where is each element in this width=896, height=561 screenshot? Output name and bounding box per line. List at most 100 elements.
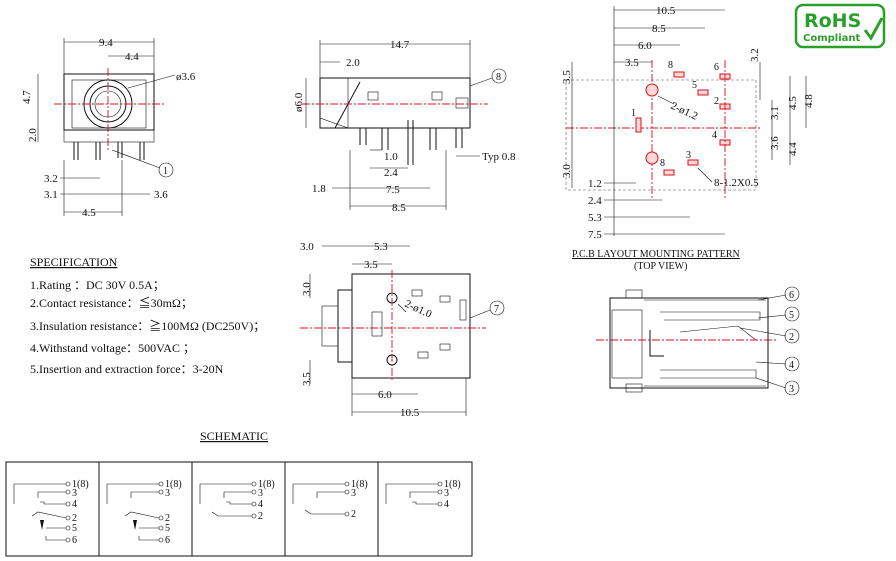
pcb-pin-6: 6 [714,62,719,73]
dim-front-width: 9.4 [99,37,113,49]
sch2-pin-2: 2 [165,513,170,524]
pcb-dim-t4: 3.5 [625,57,639,69]
top-dim-b1: 6.0 [378,389,392,401]
dim-front-b1: 3.2 [44,173,58,185]
pcb-dim-r1: 3.2 [749,48,761,62]
sch4-pin-2: 2 [351,509,356,520]
top-dim-b2: 10.5 [400,407,420,419]
sch1-pin-6: 6 [72,535,77,546]
sch1-pin-2: 2 [72,513,77,524]
dim-front-b2: 3.1 [44,189,58,201]
pcb-dim-r5: 3.6 [769,136,781,150]
pcb-slot-label: 8-1.2X0.5 [714,177,759,189]
spec-item-1: 1.Rating ：DC 30V 0.5A； [30,278,165,292]
pcb-dim-t1: 10.5 [656,5,676,17]
pcb-pin-2: 2 [714,96,719,107]
top-dim-v2: 3.5 [301,372,313,386]
pcb-pin-4: 4 [712,130,717,141]
pcb-dim-t3: 6.0 [638,40,652,52]
section-callout-2: 2 [789,332,794,343]
schematic-block: SCHEMATIC 1(8) 3 4 2 5 6 [5,429,473,557]
pcb-dim-b4: 7.5 [588,229,602,241]
section-callout-5: 5 [789,310,794,321]
schematic-cell-1: 1(8) 3 4 2 5 6 [13,479,89,546]
sch1-pin-3: 3 [72,488,77,499]
pcb-dim-b3: 5.3 [588,212,602,224]
dim-side-total: 14.7 [390,39,410,51]
schematic-frame [5,461,473,557]
sch1-pin-4: 4 [72,499,77,510]
dim-front-b4: 3.6 [154,189,168,201]
sch2-pin-3: 3 [165,488,170,499]
pcb-pin-3: 3 [686,150,691,161]
top-dim-t3: 3.5 [364,259,378,271]
sch1-pin-1: 1(8) [72,479,89,490]
dim-front-right: 4.4 [125,51,139,63]
top-hole-label: 2-ø1.0 [403,298,434,321]
pcb-hole-label: 2-ø1.2 [669,100,700,123]
section-callout-6: 6 [789,290,794,301]
sch4-pin-1: 1(8) [351,479,368,490]
section-callout-3: 3 [789,384,794,395]
sch5-pin-1: 1(8) [444,479,461,490]
pcb-dim-r2: 4.5 [787,96,799,110]
spec-item-3: 3.Insulation resistance：≧100MΩ (DC250V)； [30,318,265,333]
spec-item-2: 2.Contact resistance：≦30mΩ； [30,295,193,310]
pcb-pin-5: 5 [692,80,697,91]
top-dim-t2: 5.3 [374,241,388,253]
sch1-pin-5: 5 [72,523,77,534]
rohs-compliant-text: Compliant [803,33,861,44]
dim-front-dia: ø3.6 [176,71,196,83]
schematic-cell-3: 1(8) 3 4 2 [199,479,275,522]
front-view: 9.4 4.4 ø3.6 4.7 2.0 3.2 3.1 3.6 4.5 1 [21,37,196,219]
dim-side-b5: 8.5 [392,202,406,214]
dim-side-typ: Typ 0.8 [482,151,516,163]
schematic-cell-4: 1(8) 3 2 [292,479,368,520]
check-icon [863,17,884,41]
top-dim-v1: 3.0 [301,282,313,296]
dim-side-b1: 1.0 [384,151,398,163]
spec-item-5: 5.Insertion and extraction force：3-20N [30,362,224,376]
schematic-cell-5: 1(8) 3 4 [385,479,461,510]
callout-8: 8 [496,72,501,83]
pcb-dim-b2: 2.4 [588,195,602,207]
specification-block: SPECIFICATION 1.Rating ：DC 30V 0.5A； 2.C… [30,255,265,376]
top-dim-t1: 3.0 [300,241,314,253]
side-view: 14.7 2.0 ø6.0 1.0 2.4 1.8 7.5 8.5 Typ 0.… [293,39,516,214]
dim-front-height: 4.7 [21,90,33,104]
sch2-pin-6: 6 [165,535,170,546]
section-callout-4: 4 [789,360,794,371]
top-view: 3.0 5.3 3.5 3.0 3.5 2-ø1.0 6.0 10.5 7 [300,241,505,419]
pcb-dim-r4: 3.1 [769,106,781,120]
pcb-caption: P.C.B LAYOUT MOUNTING PATTERN [572,249,740,260]
pcb-dim-t2: 8.5 [652,23,666,35]
dim-side-dia: ø6.0 [293,92,305,112]
sch3-pin-1: 1(8) [258,479,275,490]
pcb-dim-lv2: 3.0 [561,164,573,178]
sch5-pin-3: 3 [444,488,449,499]
sch2-pin-5: 5 [165,523,170,534]
sch3-pin-4: 4 [258,499,263,510]
pcb-layout: 1 2 3 4 5 6 8 8 10.5 8.5 6.0 3.5 3.5 3.0… [561,5,815,272]
schematic-title: SCHEMATIC [200,429,268,443]
callout-1: 1 [163,166,168,177]
rohs-text: RoHS [804,10,861,32]
pcb-dim-r6: 4.4 [787,142,799,156]
sch5-pin-4: 4 [444,499,449,510]
spec-item-4: 4.Withstand voltage：500VAC ； [30,341,195,355]
sch2-pin-1: 1(8) [165,479,182,490]
pcb-dim-r3: 4.8 [803,94,815,108]
callout-7: 7 [494,304,499,315]
pcb-subcaption: (TOP VIEW) [634,261,687,272]
section-view: 6 5 2 4 3 [596,286,800,396]
sch3-pin-2: 2 [258,511,263,522]
sch3-pin-3: 3 [258,488,263,499]
pcb-pin-1: 1 [631,108,636,119]
dim-side-b3: 1.8 [312,183,326,195]
pcb-dim-lv1: 3.5 [561,70,573,84]
dim-side-left: 2.0 [346,57,360,69]
rohs-badge: RoHS Compliant [794,3,886,49]
schematic-cell-2: 1(8) 3 2 5 6 [106,479,182,546]
dim-side-b2: 2.4 [384,167,398,179]
